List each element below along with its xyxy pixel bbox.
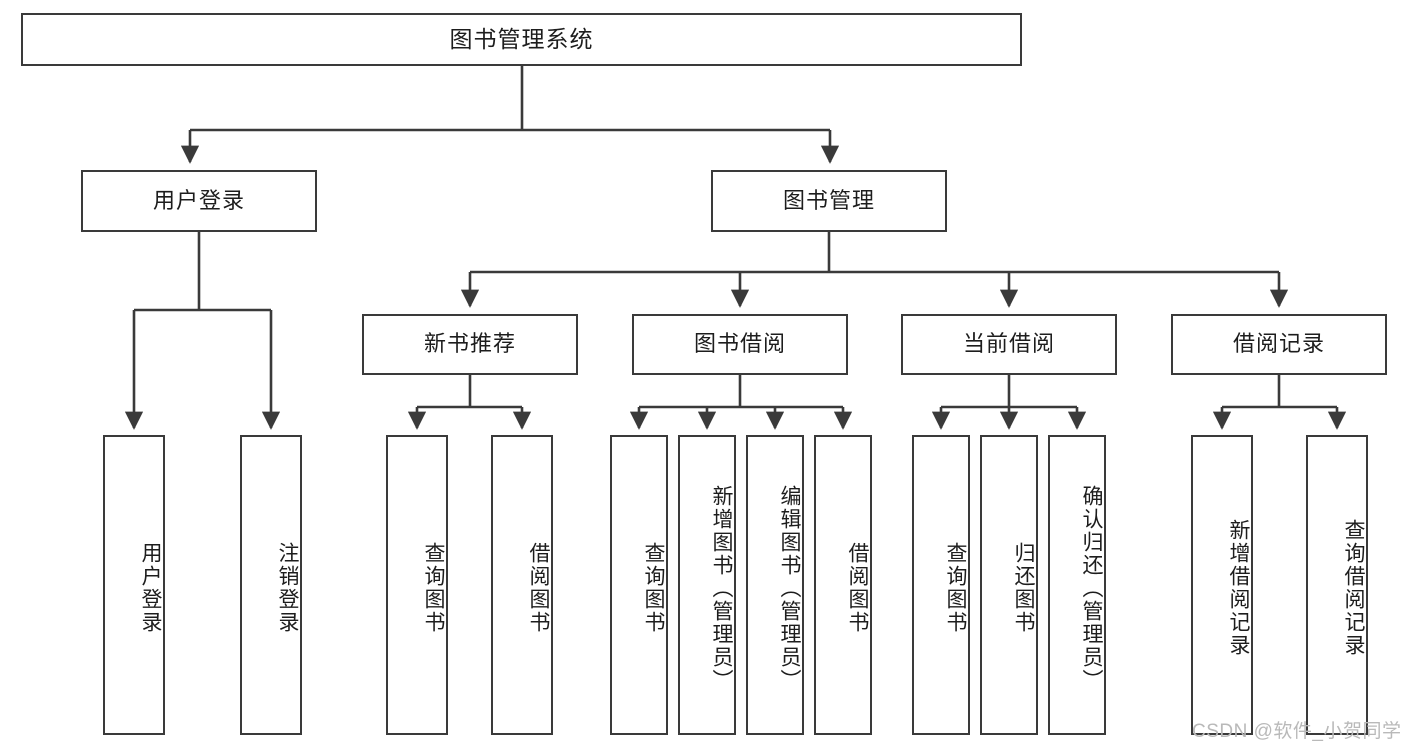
node-current-borrow[interactable]: 当前借阅 [901, 314, 1117, 375]
node-label: 查询图书 [422, 542, 445, 634]
node-root-book-management-system[interactable]: 图书管理系统 [21, 13, 1022, 66]
node-leaf-current-borrow-query[interactable]: 查询图书 [912, 435, 970, 735]
node-label: 新增图书（管理员） [710, 484, 733, 692]
node-leaf-current-borrow-return[interactable]: 归还图书 [980, 435, 1038, 735]
node-label: 归还图书 [1012, 542, 1035, 634]
node-book-borrow[interactable]: 图书借阅 [632, 314, 848, 375]
node-label: 查询图书 [944, 542, 967, 634]
csdn-watermark: CSDN @软件_小贺同学 [1192, 721, 1402, 742]
node-leaf-new-book-borrow[interactable]: 借阅图书 [491, 435, 553, 735]
node-leaf-book-borrow-edit[interactable]: 编辑图书（管理员） [746, 435, 804, 735]
node-label: 用户登录 [139, 542, 162, 634]
node-label: 确认归还（管理员） [1080, 484, 1103, 692]
node-label: 编辑图书（管理员） [778, 484, 801, 692]
node-leaf-book-borrow-add[interactable]: 新增图书（管理员） [678, 435, 736, 735]
node-book-management[interactable]: 图书管理 [711, 170, 947, 232]
node-label: 新增借阅记录 [1227, 519, 1250, 657]
node-leaf-new-book-query[interactable]: 查询图书 [386, 435, 448, 735]
node-leaf-book-borrow-query[interactable]: 查询图书 [610, 435, 668, 735]
node-new-book-recommend[interactable]: 新书推荐 [362, 314, 578, 375]
node-borrow-records[interactable]: 借阅记录 [1171, 314, 1387, 375]
node-user-login[interactable]: 用户登录 [81, 170, 317, 232]
node-leaf-borrow-records-add[interactable]: 新增借阅记录 [1191, 435, 1253, 735]
node-label: 查询图书 [642, 542, 665, 634]
node-label: 借阅图书 [527, 542, 550, 634]
node-label: 查询借阅记录 [1342, 519, 1365, 657]
node-label: 借阅图书 [846, 542, 869, 634]
node-leaf-current-borrow-confirm-return[interactable]: 确认归还（管理员） [1048, 435, 1106, 735]
node-leaf-user-login-login[interactable]: 用户登录 [103, 435, 165, 735]
node-leaf-user-login-logout[interactable]: 注销登录 [240, 435, 302, 735]
node-label: 注销登录 [276, 542, 299, 634]
node-leaf-book-borrow-borrow[interactable]: 借阅图书 [814, 435, 872, 735]
node-leaf-borrow-records-query[interactable]: 查询借阅记录 [1306, 435, 1368, 735]
